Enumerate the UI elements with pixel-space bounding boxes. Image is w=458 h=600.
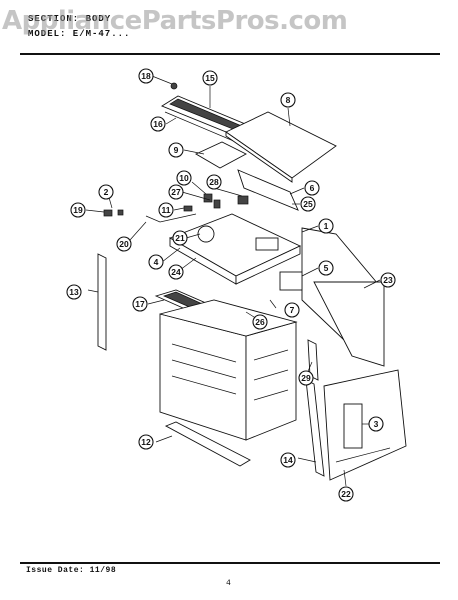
svg-text:2: 2 xyxy=(104,187,109,197)
back-panel xyxy=(323,369,407,481)
switch-components xyxy=(203,193,249,209)
svg-text:28: 28 xyxy=(209,177,219,187)
callout-19: 19 xyxy=(70,202,86,218)
callout-6: 6 xyxy=(304,180,320,196)
svg-text:8: 8 xyxy=(286,95,291,105)
callout-14: 14 xyxy=(280,452,296,468)
callout-18: 18 xyxy=(138,68,154,84)
transformer xyxy=(279,271,303,291)
svg-text:17: 17 xyxy=(135,299,145,309)
svg-text:13: 13 xyxy=(69,287,79,297)
callout-7: 7 xyxy=(284,302,300,318)
svg-text:21: 21 xyxy=(175,233,185,243)
section-label: SECTION: BODY xyxy=(28,14,112,24)
svg-text:11: 11 xyxy=(162,205,171,215)
support-bracket xyxy=(237,169,299,211)
svg-text:23: 23 xyxy=(383,275,393,285)
top-panel xyxy=(225,111,337,183)
svg-text:18: 18 xyxy=(141,71,151,81)
svg-text:19: 19 xyxy=(73,205,83,215)
svg-text:24: 24 xyxy=(171,267,181,277)
callout-26: 26 xyxy=(252,314,268,330)
svg-text:10: 10 xyxy=(179,173,189,183)
callout-13: 13 xyxy=(66,284,82,300)
svg-text:16: 16 xyxy=(153,119,163,129)
watermark-logo: AppliancePartsPros.com xyxy=(2,6,348,36)
callout-24: 24 xyxy=(168,264,184,280)
callout-9: 9 xyxy=(168,142,184,158)
svg-text:20: 20 xyxy=(119,239,129,249)
footer-divider xyxy=(20,562,440,564)
callout-12: 12 xyxy=(138,434,154,450)
model-label: MODEL: E/M-47... xyxy=(28,29,131,39)
callout-3: 3 xyxy=(368,416,384,432)
svg-text:27: 27 xyxy=(171,187,181,197)
callout-8: 8 xyxy=(280,92,296,108)
side-panel xyxy=(301,227,385,367)
svg-text:14: 14 xyxy=(283,455,293,465)
wire-harness xyxy=(103,209,197,223)
screw-part xyxy=(170,82,178,90)
clip-part xyxy=(183,205,193,212)
svg-text:9: 9 xyxy=(174,145,179,155)
svg-text:25: 25 xyxy=(303,199,313,209)
burner-box xyxy=(168,213,302,285)
callout-4: 4 xyxy=(148,254,164,270)
bottom-trim xyxy=(164,421,251,467)
callout-21: 21 xyxy=(172,230,188,246)
callout-23: 23 xyxy=(380,272,396,288)
svg-text:5: 5 xyxy=(324,263,329,273)
svg-text:15: 15 xyxy=(205,73,215,83)
svg-text:22: 22 xyxy=(341,489,351,499)
svg-text:6: 6 xyxy=(310,183,315,193)
callout-2: 2 xyxy=(98,184,114,200)
svg-text:1: 1 xyxy=(324,221,329,231)
callout-22: 22 xyxy=(338,486,354,502)
svg-text:7: 7 xyxy=(290,305,295,315)
page-number: 4 xyxy=(226,579,231,588)
insulation-plate xyxy=(195,141,247,169)
svg-text:29: 29 xyxy=(301,373,311,383)
callout-28: 28 xyxy=(206,174,222,190)
header-divider xyxy=(20,53,440,55)
callout-16: 16 xyxy=(150,116,166,132)
right-side-trim xyxy=(305,339,325,477)
svg-text:12: 12 xyxy=(141,437,151,447)
callout-15: 15 xyxy=(202,70,218,86)
svg-text:3: 3 xyxy=(374,419,379,429)
callout-1: 1 xyxy=(318,218,334,234)
callout-10: 10 xyxy=(176,170,192,186)
callout-25: 25 xyxy=(300,196,316,212)
callout-17: 17 xyxy=(132,296,148,312)
oven-cavity xyxy=(159,299,298,441)
issue-date: Issue Date: 11/98 xyxy=(26,566,117,575)
svg-text:4: 4 xyxy=(154,257,159,267)
left-side-trim xyxy=(97,253,107,351)
callout-27: 27 xyxy=(168,184,184,200)
svg-text:26: 26 xyxy=(255,317,265,327)
callout-29: 29 xyxy=(298,370,314,386)
callout-11: 11 xyxy=(158,202,174,218)
callout-5: 5 xyxy=(318,260,334,276)
callout-20: 20 xyxy=(116,236,132,252)
